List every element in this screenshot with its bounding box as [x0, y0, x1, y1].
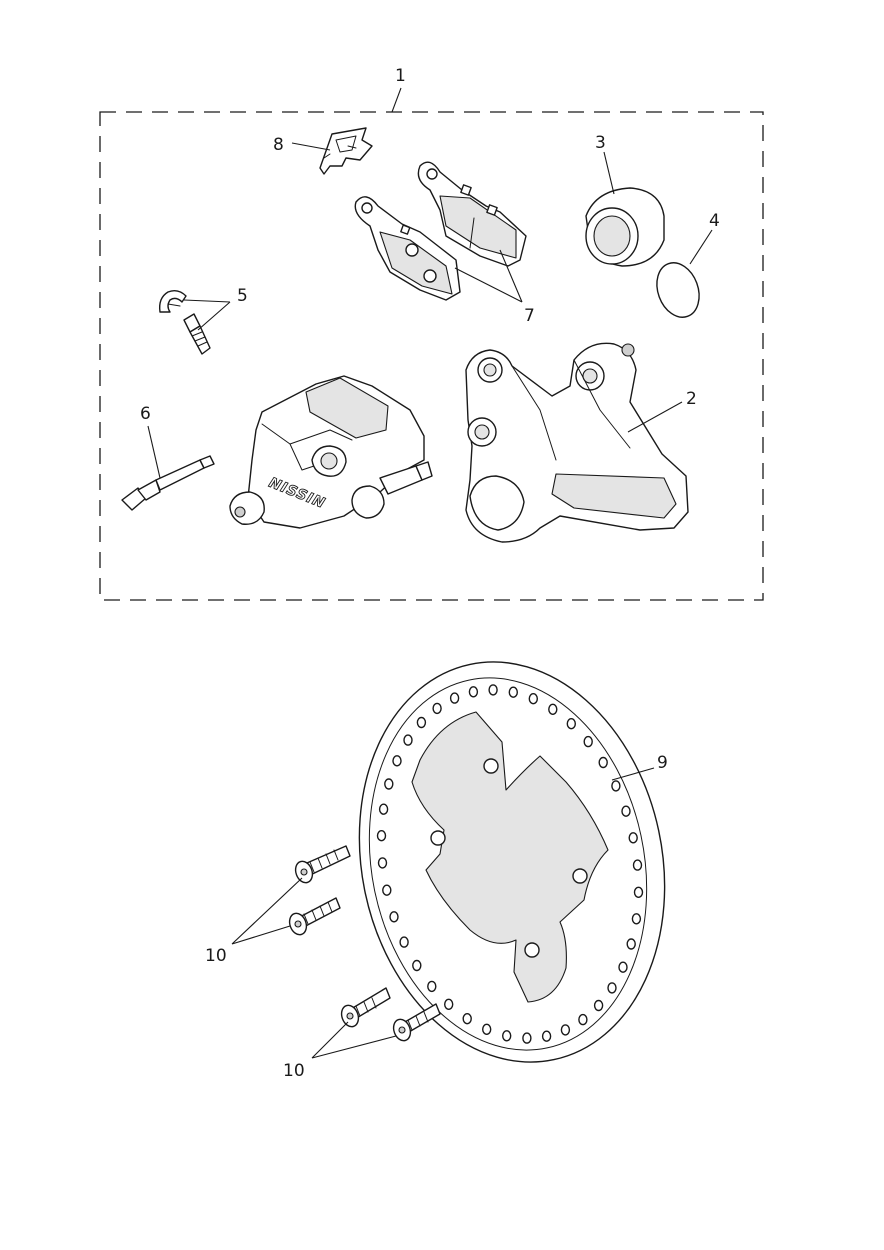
disc-vent-hole [444, 998, 454, 1010]
disc-vent-hole [377, 857, 388, 869]
disc-vent-hole [416, 716, 427, 729]
disc-vent-hole [482, 1023, 492, 1036]
disc-vent-hole [427, 980, 437, 993]
callout-9: 9 [657, 753, 668, 773]
disc-vent-hole [541, 1030, 552, 1042]
disc-vent-hole [593, 999, 604, 1012]
disc-vent-hole [548, 703, 558, 715]
leader-4 [689, 229, 713, 265]
caliper-pin [121, 455, 215, 511]
caliper-piston [585, 187, 665, 267]
brake-disc [358, 661, 666, 1063]
disc-vent-hole [378, 803, 389, 815]
leader-6 [147, 425, 161, 479]
caliper-body: NISSIN [229, 375, 433, 529]
disc-vent-hole [449, 692, 460, 704]
leader-10b [311, 1021, 397, 1059]
disc-vent-hole [412, 959, 422, 972]
leader-3 [603, 151, 615, 195]
disc-vent-hole [382, 884, 392, 896]
leader-8 [291, 142, 331, 151]
callout-10a: 10 [205, 946, 227, 966]
leader-1 [391, 87, 402, 113]
disc-vent-hole [633, 886, 644, 898]
bleed-nipple [158, 289, 211, 355]
callout-10b: 10 [283, 1061, 305, 1081]
disc-vent-hole [618, 961, 628, 973]
disc-vent-hole [403, 734, 413, 746]
disc-vent-hole [598, 756, 608, 769]
disc-bolt-1 [294, 845, 351, 884]
disc-vent-hole [389, 911, 399, 923]
disc-vent-holes [376, 684, 644, 1044]
pad-spring-clip [319, 127, 373, 175]
disc-vent-hole [432, 702, 442, 715]
disc-vent-hole [583, 735, 593, 748]
callout-5: 5 [237, 286, 248, 306]
leader-5 [183, 299, 231, 331]
disc-vent-hole [384, 778, 394, 790]
leader-7 [454, 249, 523, 303]
disc-vent-hole [468, 686, 479, 698]
disc-vent-hole [611, 780, 621, 792]
callout-7: 7 [524, 306, 535, 326]
callout-6: 6 [140, 404, 151, 424]
disc-vent-hole [607, 982, 617, 994]
callout-1: 1 [395, 66, 406, 86]
leader-2 [627, 401, 683, 433]
disc-vent-hole [392, 755, 402, 767]
disc-bolt-2 [288, 897, 341, 936]
leader-9 [611, 767, 655, 781]
disc-vent-hole [626, 938, 636, 950]
disc-vent-hole [462, 1013, 472, 1025]
disc-vent-hole [632, 859, 643, 871]
disc-bolt-4 [392, 1003, 441, 1042]
disc-vent-hole [628, 832, 638, 844]
callout-2: 2 [686, 389, 697, 409]
disc-vent-hole [508, 686, 518, 698]
brake-pad-front [354, 196, 461, 301]
disc-vent-hole [502, 1030, 512, 1042]
disc-vent-hole [488, 684, 498, 696]
brake-pad-rear [417, 161, 527, 267]
leader-10a [231, 877, 303, 945]
callout-8: 8 [273, 135, 284, 155]
kit-boundary [99, 111, 764, 601]
disc-vent-hole [528, 693, 538, 705]
disc-vent-hole [621, 805, 631, 817]
caliper-bracket [465, 342, 689, 543]
disc-vent-hole [578, 1013, 588, 1026]
disc-bolt-3 [340, 987, 391, 1028]
disc-vent-hole [631, 913, 642, 925]
disc-vent-hole [399, 936, 409, 948]
callout-3: 3 [595, 133, 606, 153]
disc-vent-hole [376, 830, 387, 842]
callout-4: 4 [709, 211, 720, 231]
disc-vent-hole [522, 1032, 532, 1044]
disc-vent-hole [566, 718, 576, 730]
piston-seal [656, 262, 700, 318]
disc-vent-hole [560, 1024, 571, 1036]
